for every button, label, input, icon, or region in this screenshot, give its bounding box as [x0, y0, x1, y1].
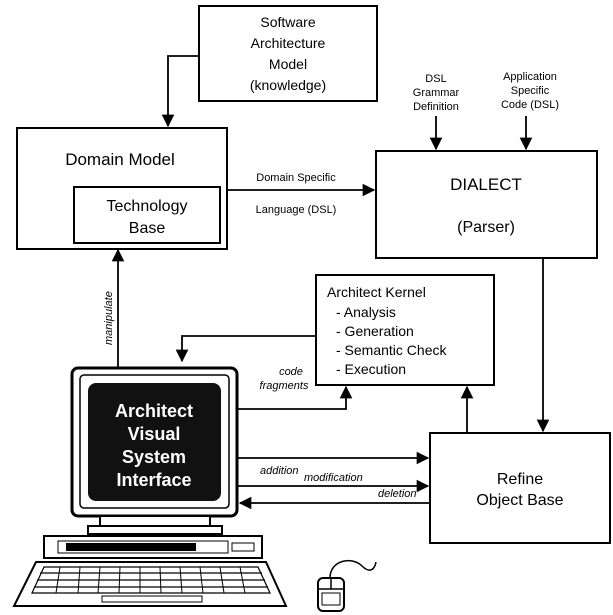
screen-line-1: Architect [115, 401, 193, 421]
software-model-line-1: Software [260, 14, 315, 30]
refine-line-1: Refine [497, 471, 543, 488]
technology-base-line-2: Base [129, 220, 166, 237]
technology-base-box [73, 186, 221, 244]
software-model-line-4: (knowledge) [250, 77, 326, 93]
svg-text:Application: Application [503, 71, 557, 83]
screen-line-2: Visual [128, 424, 181, 444]
software-model-line-2: Architecture [251, 35, 326, 51]
manipulate-label: manipulate [103, 291, 115, 345]
technology-base-line-1: Technology [107, 198, 188, 215]
keyboard [12, 561, 288, 607]
dialect-parser-box: DIALECT (Parser) [375, 150, 598, 259]
svg-text:Definition: Definition [413, 101, 459, 113]
svg-text:Grammar: Grammar [413, 87, 460, 99]
kernel-item-semantic-check: - Semantic Check [336, 342, 447, 358]
svg-text:Specific: Specific [511, 85, 550, 97]
kernel-title: Architect Kernel [327, 284, 426, 300]
dsl-grammar-definition-label: DSL Grammar Definition [413, 73, 460, 113]
deletion-label: deletion [378, 488, 417, 500]
dialect-title: DIALECT [450, 175, 522, 194]
addition-label: addition [260, 465, 299, 477]
mouse [317, 559, 377, 612]
domain-model-box: Domain Model Technology Base [16, 127, 228, 250]
refine-object-base-box: Refine Object Base [429, 432, 611, 544]
architect-kernel-box: Architect Kernel - Analysis - Generation… [315, 274, 495, 386]
arrow-kernel-to-interface [175, 335, 316, 363]
application-specific-code-label: Application Specific Code (DSL) [501, 71, 559, 111]
computer-base-unit [43, 535, 263, 559]
refine-line-2: Object Base [476, 492, 563, 509]
computer-monitor: Architect Visual System Interface [70, 366, 239, 535]
code-fragments-label-1: code [279, 366, 303, 378]
parser-label: (Parser) [457, 219, 515, 236]
dsl-edge-label-line-1: Domain Specific [256, 172, 336, 184]
screen-line-3: System [122, 447, 186, 467]
code-fragments-label-2: fragments [260, 380, 309, 392]
kernel-item-execution: - Execution [336, 361, 406, 377]
arrow-interface-to-kernel [236, 385, 353, 410]
screen-line-4: Interface [116, 470, 191, 490]
monitor-screen [88, 383, 221, 501]
domain-model-title: Domain Model [65, 150, 175, 169]
software-model-line-3: Model [269, 56, 307, 72]
svg-text:DSL: DSL [425, 73, 446, 85]
svg-text:Code (DSL): Code (DSL) [501, 99, 559, 111]
modification-label: modification [304, 472, 363, 484]
kernel-item-generation: - Generation [336, 323, 414, 339]
dsl-edge-label-line-2: Language (DSL) [256, 204, 337, 216]
kernel-item-analysis: - Analysis [336, 304, 396, 320]
software-architecture-model-box: Software Architecture Model (knowledge) [198, 5, 378, 102]
arrow-software-to-domain [161, 55, 199, 128]
